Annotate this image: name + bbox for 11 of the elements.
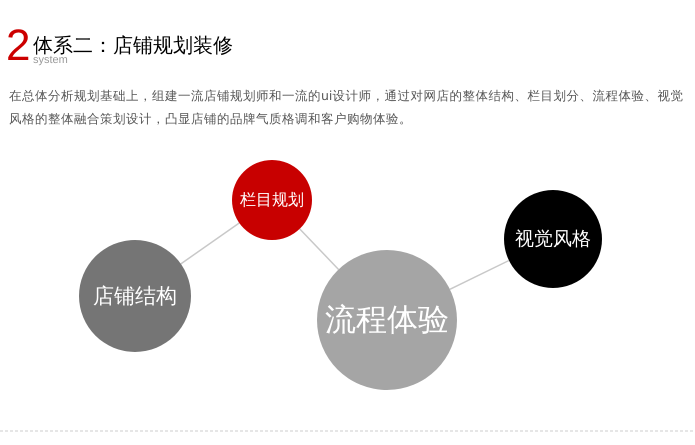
section-title: 体系二：店铺规划装修 (33, 32, 233, 57)
connector-line (299, 228, 340, 270)
connector-line (450, 260, 510, 290)
circle-label: 店铺结构 (93, 283, 177, 310)
subtitle: system (33, 54, 68, 66)
circle-label: 视觉风格 (515, 227, 591, 252)
circle-label: 流程体验 (325, 301, 449, 340)
description-paragraph: 在总体分析规划基础上，组建一流店铺规划师和一流的ui设计师，通过对网店的整体结构、栏目划分、流程体验、视觉风格的整体融合策划设计，凸显店铺的品牌气质格调和客户购物体验。 (9, 87, 684, 128)
circle-label: 栏目规划 (240, 190, 304, 210)
connector-line (180, 222, 240, 264)
section-number: 2 (6, 24, 30, 68)
